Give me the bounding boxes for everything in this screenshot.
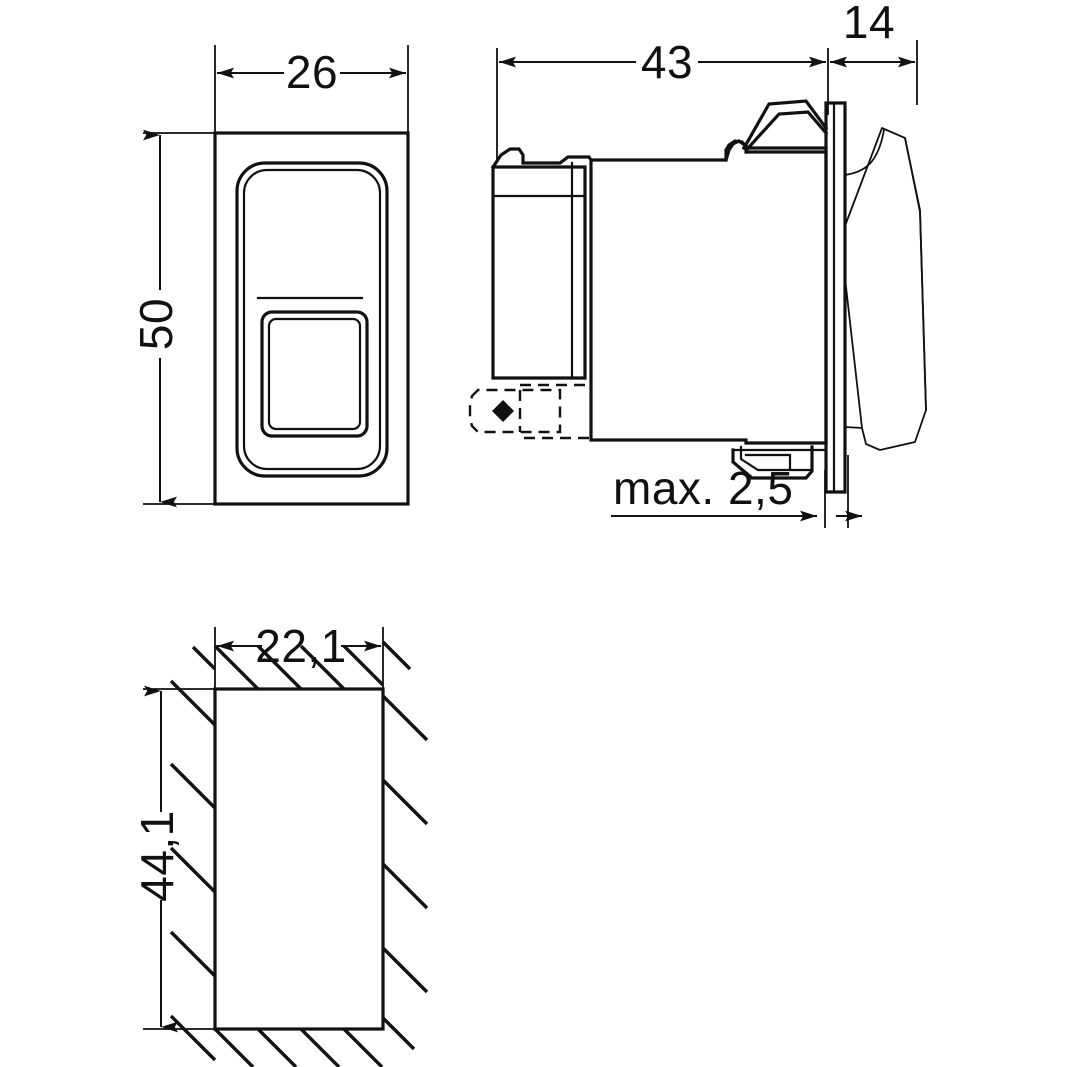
rocker-actuator-profile — [844, 127, 927, 451]
hatch-left-panel — [169, 645, 217, 1062]
dim-43-label: 43 — [641, 36, 693, 88]
lower-latch-inner-1 — [739, 445, 814, 472]
dimension-44-1: 44,1 — [131, 685, 183, 1033]
lower-snap-latch — [731, 445, 828, 480]
rocker-actuator-right-contour — [904, 137, 927, 411]
front-view: 26 50 — [130, 45, 410, 508]
dimension-14: 14 — [830, 0, 915, 68]
terminal-locating-diamond — [492, 400, 514, 422]
indicator-window-inner — [267, 317, 362, 431]
dim-14-label: 14 — [843, 0, 895, 48]
upper-latch-arm — [741, 99, 829, 151]
connector-block-top-contour — [490, 147, 594, 170]
terminal-blade-hidden — [468, 383, 593, 440]
dimension-43: 43 — [499, 36, 826, 88]
terminal-housing-outline — [520, 383, 593, 440]
dim-26-label: 26 — [286, 46, 338, 98]
rocker-outer-outline — [235, 161, 389, 478]
upper-latch-inner — [747, 110, 829, 149]
dim-50-label: 50 — [130, 298, 182, 350]
upper-snap-latch — [741, 99, 829, 151]
front-bezel-outline — [213, 131, 410, 506]
dimension-50: 50 — [130, 129, 182, 508]
mounting-flange-plate — [824, 101, 847, 494]
dim-441-label: 44,1 — [131, 810, 183, 902]
rocker-actuator-edge-upper — [844, 129, 885, 176]
rear-connector-block — [491, 165, 587, 380]
hatch-top-panel — [213, 644, 385, 691]
terminal-blade-outline — [468, 388, 562, 434]
lower-latch-arm — [731, 445, 814, 480]
lower-latch-inner-2 — [744, 453, 792, 470]
indicator-window-outer — [260, 310, 369, 438]
rocker-actuator-edge-lower — [844, 426, 863, 429]
rocker-outer-inner-edge — [242, 168, 382, 471]
panel-cutout-view: 22,1 44,1 — [131, 620, 429, 1067]
dimension-22-1: 22,1 — [217, 620, 381, 672]
side-view: 43 14 max. 2,5 — [468, 0, 927, 528]
hatch-right-panel — [381, 640, 429, 1051]
dim-221-label: 22,1 — [255, 620, 347, 672]
dimension-26: 26 — [217, 46, 406, 98]
hatch-bottom-panel — [213, 1027, 384, 1067]
